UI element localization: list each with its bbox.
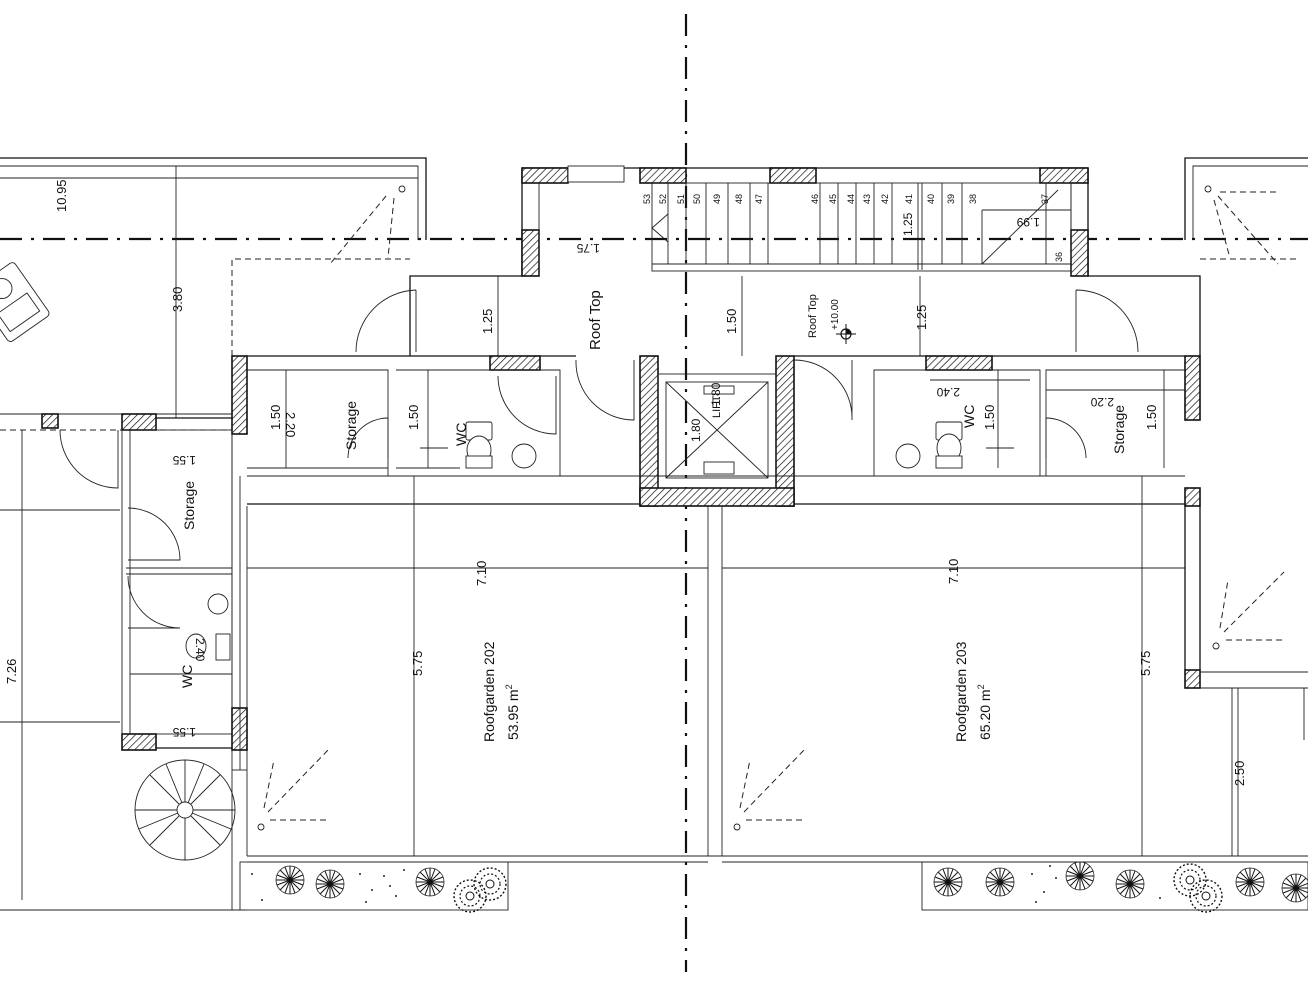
lift-label: LIFT — [711, 395, 723, 418]
wc-left-label: WC — [453, 423, 469, 446]
roofgarden-202-name: Roofgarden 202 — [481, 641, 497, 742]
dim-stair-landing: 1.75 — [576, 241, 600, 255]
step-37: 37 — [1040, 194, 1050, 204]
planter-right — [921, 861, 1308, 913]
far-left-apartment — [0, 413, 248, 911]
step-36: 36 — [1054, 252, 1064, 262]
step-39: 39 — [946, 194, 956, 204]
dim-storage-right-w: 2.20 — [1090, 395, 1114, 409]
dim-far-left-storage-bottom: 1.55 — [172, 725, 196, 739]
dim-corridor-left: 1.25 — [480, 309, 495, 334]
dim-wc-right-h: 1.50 — [982, 405, 997, 430]
dim-storage-left-w: 2.20 — [283, 412, 298, 437]
step-53: 53 — [642, 194, 652, 204]
step-38: 38 — [968, 194, 978, 204]
stair-step-numbers: 53 52 51 50 49 48 47 46 45 44 43 42 41 4… — [642, 194, 1064, 262]
step-45: 45 — [828, 194, 838, 204]
roof-top-left-label: Roof Top — [587, 290, 604, 350]
dim-corridor-mid: 1.50 — [724, 309, 739, 334]
wc-far-left-label: WC — [179, 665, 195, 688]
step-52: 52 — [658, 194, 668, 204]
step-47: 47 — [754, 194, 764, 204]
dim-stair-width: 1.25 — [901, 212, 915, 236]
step-44: 44 — [846, 194, 856, 204]
dim-garden-203-width: 7.10 — [946, 559, 961, 584]
top-left-terrace — [0, 157, 427, 418]
step-50: 50 — [692, 194, 702, 204]
utility-row — [231, 355, 1201, 507]
dim-top-left-depth: 3.80 — [170, 287, 185, 312]
level-marker-icon — [836, 324, 856, 344]
roof-top-right-label: Roof Top — [807, 294, 819, 338]
stair-core — [409, 165, 1201, 356]
dim-wc-left-h: 1.50 — [406, 405, 421, 430]
dim-storage-left-h: 1.50 — [268, 405, 283, 430]
dim-wc-right-w: 2.40 — [936, 385, 960, 399]
dimension-labels: 10.95 3.80 7.26 1.55 1.55 2.40 1.25 1.50… — [4, 179, 1247, 786]
dim-lift-h: 1.80 — [689, 418, 703, 442]
step-49: 49 — [712, 194, 722, 204]
dim-garden-203-depth: 5.75 — [1138, 651, 1153, 676]
dim-far-left-wc: 2.40 — [193, 638, 207, 662]
dim-right-side: 2.50 — [1232, 761, 1247, 786]
storage-right-label: Storage — [1111, 405, 1127, 454]
dim-corridor-right: 1.25 — [914, 305, 929, 330]
dim-top-left-width: 10.95 — [54, 179, 69, 212]
roofgarden-203-name: Roofgarden 203 — [953, 641, 969, 742]
step-48: 48 — [734, 194, 744, 204]
storage-far-left-label: Storage — [181, 481, 197, 530]
step-41: 41 — [904, 194, 914, 204]
dim-far-left-height: 7.26 — [4, 659, 19, 684]
planter-left — [239, 861, 509, 913]
room-labels: Roofgarden 202 53.95 m2 Roofgarden 203 6… — [179, 290, 1127, 742]
step-46: 46 — [810, 194, 820, 204]
dim-garden-202-depth: 5.75 — [410, 651, 425, 676]
roofgarden-203-area: 65.20 m2 — [976, 684, 993, 740]
top-right-terrace — [1184, 157, 1308, 265]
roofgarden-202-area: 53.95 m2 — [504, 684, 521, 740]
wc-right-label: WC — [961, 405, 977, 428]
storage-left-label: Storage — [343, 401, 359, 450]
dim-lift-w: 1.80 — [709, 382, 723, 406]
dim-far-left-storage-top: 1.55 — [172, 453, 196, 467]
roof-top-corridor — [231, 258, 1300, 357]
step-43: 43 — [862, 194, 872, 204]
step-51: 51 — [676, 194, 686, 204]
step-42: 42 — [880, 194, 890, 204]
level-marker-label: +10.00 — [830, 299, 841, 330]
dim-storage-right-h: 1.50 — [1144, 405, 1159, 430]
dim-garden-202-width: 7.10 — [474, 561, 489, 586]
dim-stair-top-right: 1.99 — [1016, 215, 1040, 229]
step-40: 40 — [926, 194, 936, 204]
